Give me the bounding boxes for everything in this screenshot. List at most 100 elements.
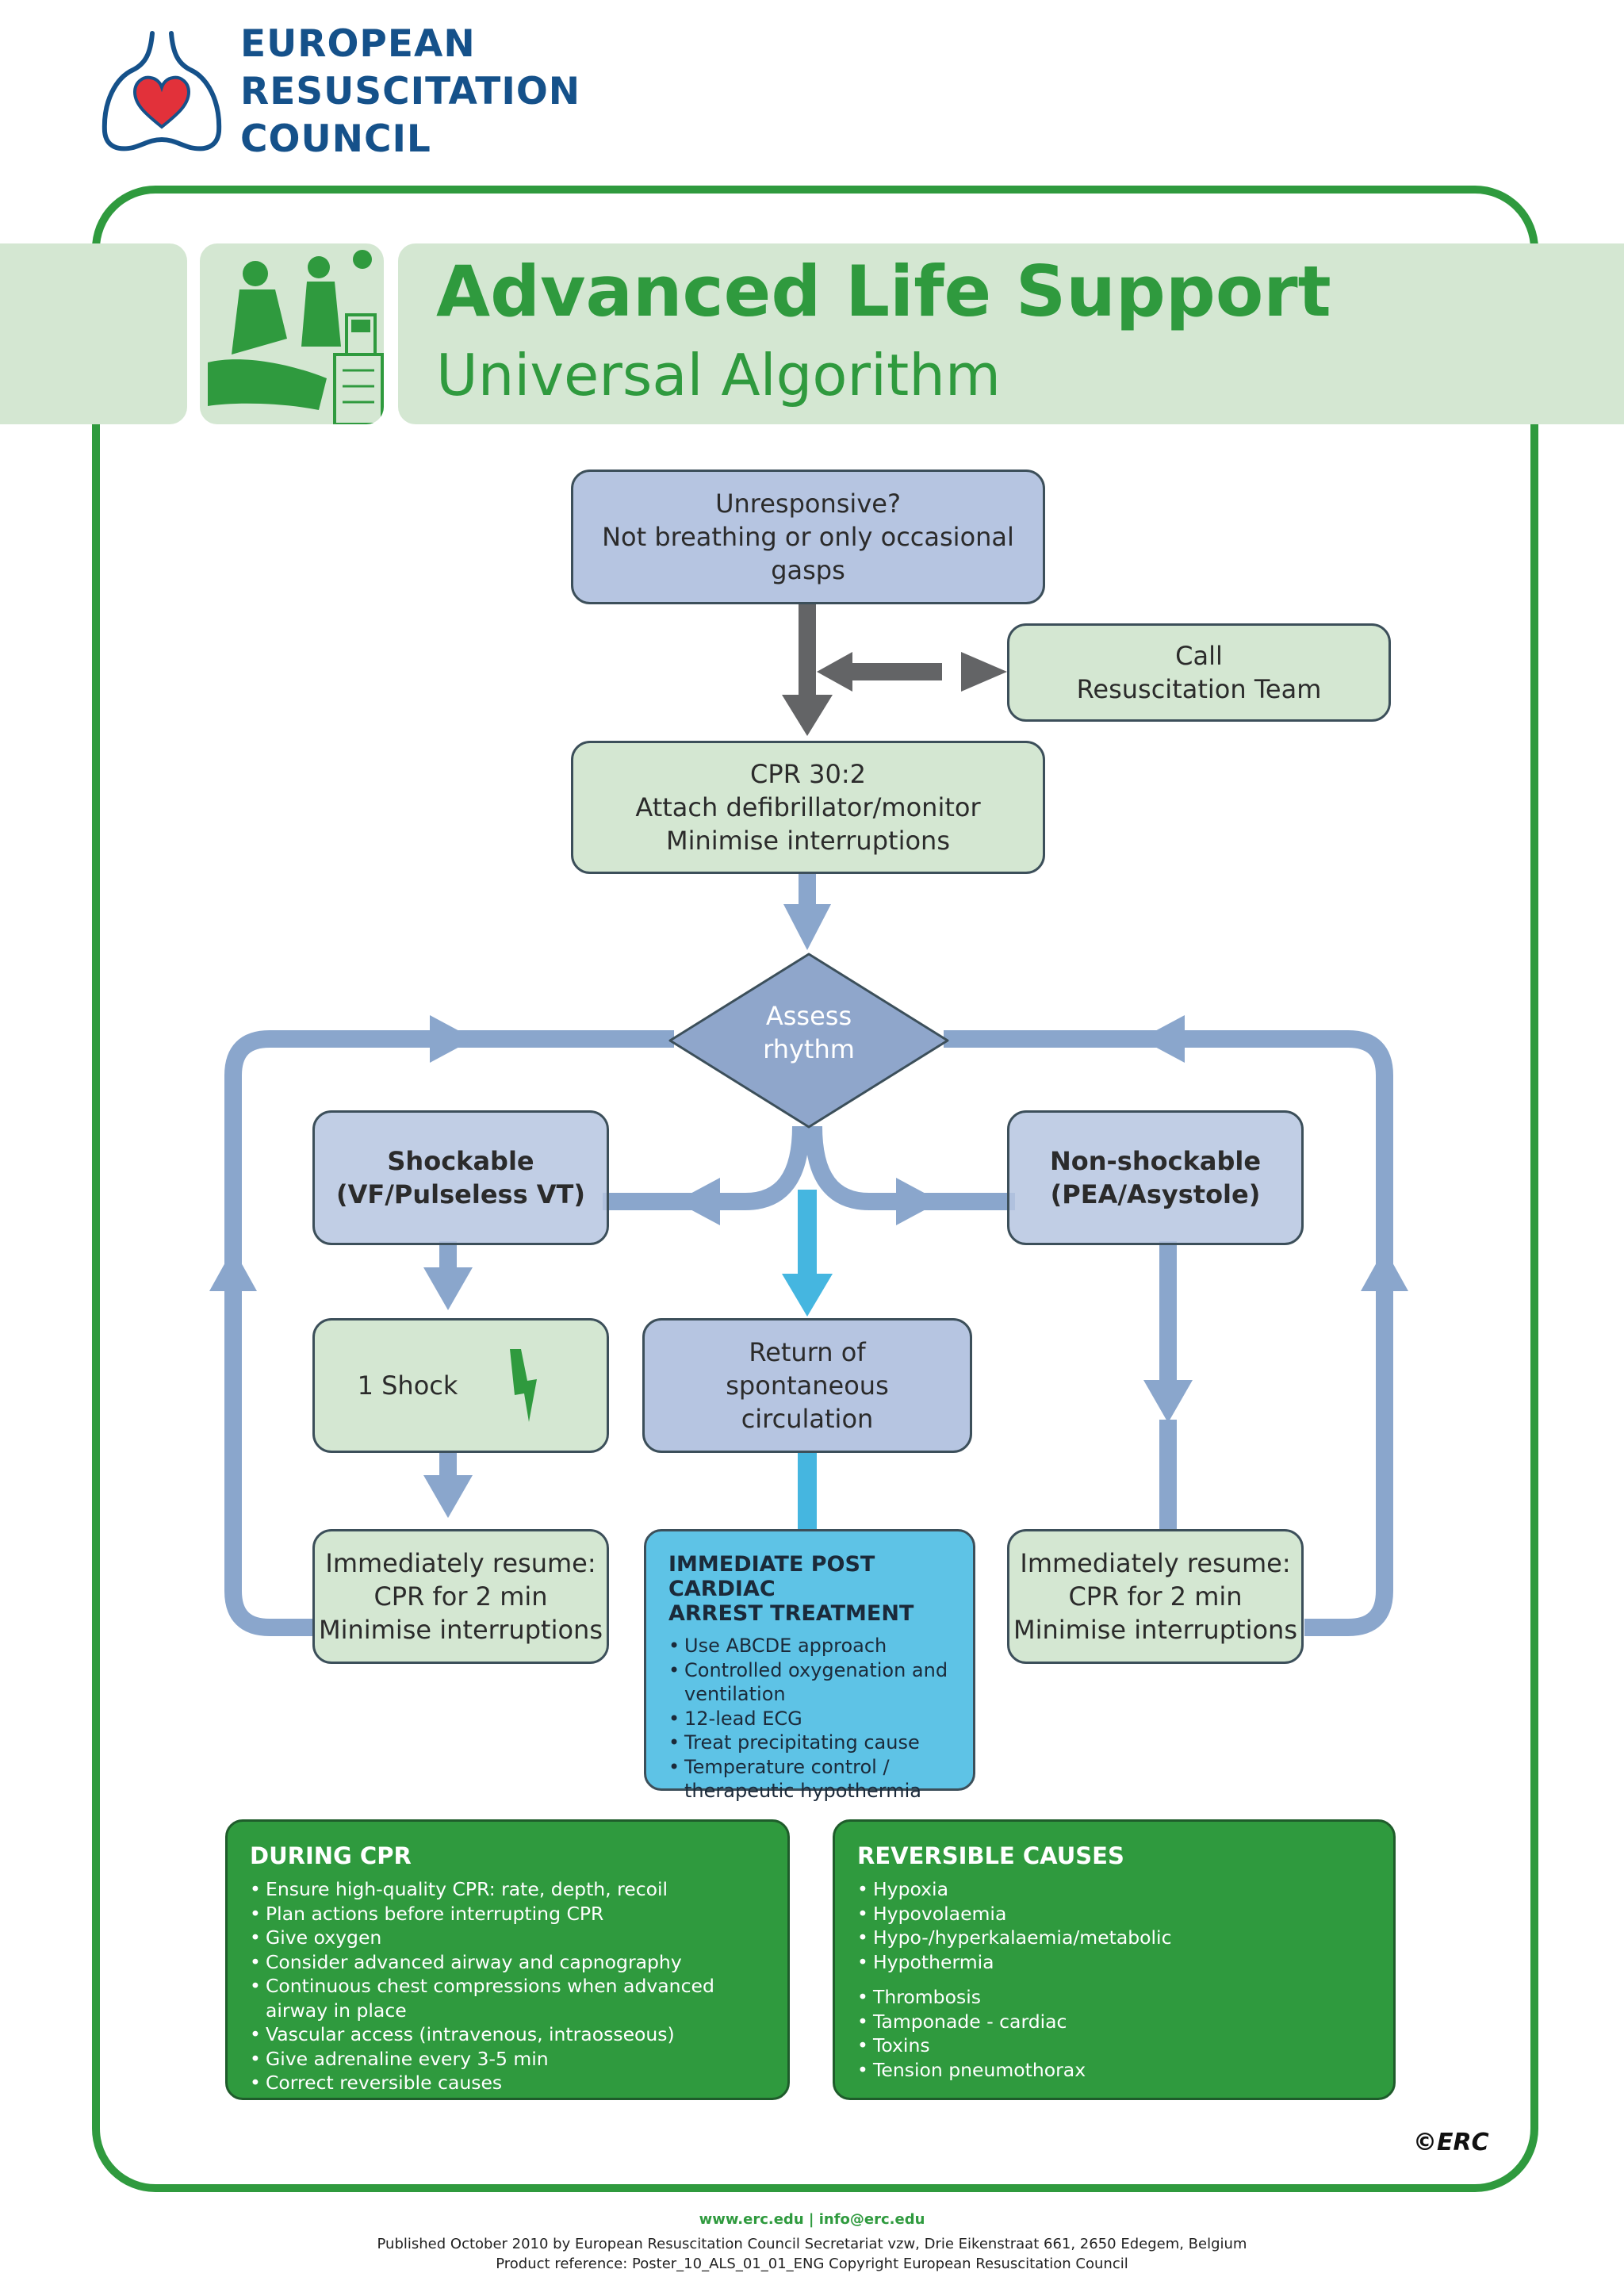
arrow-to-assess-head: [783, 904, 831, 950]
list-item: Correct reversible causes: [250, 2071, 765, 2095]
reversible-causes-list-1: Hypoxia Hypovolaemia Hypo-/hyperkalaemia…: [857, 1877, 1371, 1974]
loop-right-top-arrow: [1140, 1015, 1185, 1063]
shock-arrow-1: [423, 1267, 473, 1310]
unresponsive-line-2: Not breathing or only occasional gasps: [602, 522, 1014, 585]
reversible-causes-list-2: Thrombosis Tamponade - cardiac Toxins Te…: [857, 1985, 1371, 2082]
post-arrest-title-2: ARREST TREATMENT: [668, 1601, 914, 1626]
shock-path-b: [439, 1451, 457, 1480]
logo-line-1: EUROPEAN: [240, 22, 476, 66]
cpr-line-2: Attach defibrillator/monitor: [635, 792, 981, 822]
assess-line-1: Assess: [765, 1001, 852, 1031]
footer-contact-link[interactable]: www.erc.edu | info@erc.edu: [699, 2211, 925, 2228]
assess-rhythm-diamond: [668, 953, 949, 1129]
during-cpr-title: DURING CPR: [250, 1842, 412, 1869]
arrow-to-assess: [799, 874, 816, 906]
rosc-line-1: Return of: [749, 1337, 866, 1367]
post-arrest-title-1: IMMEDIATE POST CARDIAC: [668, 1552, 875, 1601]
reversible-causes-title: REVERSIBLE CAUSES: [857, 1842, 1124, 1869]
list-item: Toxins: [857, 2033, 1371, 2058]
unresponsive-line-1: Unresponsive?: [715, 489, 901, 519]
non-shock-path: [1159, 1241, 1177, 1384]
header-illustration: [200, 243, 384, 424]
resume-right-box: Immediately resume: CPR for 2 min Minimi…: [1007, 1529, 1304, 1664]
rosc-line-3: circulation: [741, 1404, 874, 1434]
during-cpr-list: Ensure high-quality CPR: rate, depth, re…: [250, 1877, 765, 2095]
split-left-arrow: [676, 1178, 720, 1225]
list-item: Continuous chest compressions when advan…: [250, 1974, 765, 2022]
list-item: Give oxygen: [250, 1926, 765, 1950]
footer: www.erc.edu | info@erc.edu Published Oct…: [0, 2210, 1624, 2274]
erc-logo-icon: [102, 31, 222, 151]
list-item: Hypo-/hyperkalaemia/metabolic: [857, 1926, 1371, 1950]
arrow-call-team-shaft: [847, 663, 942, 680]
header-title-band: [398, 243, 1624, 424]
shockable-line-2: (VF/Pulseless VT): [335, 1179, 585, 1209]
list-item: Tension pneumothorax: [857, 2058, 1371, 2083]
cpr-line-3: Minimise interruptions: [666, 826, 950, 856]
resume-left-line-3: Minimise interruptions: [319, 1615, 603, 1645]
rosc-arrow: [782, 1274, 833, 1317]
during-cpr-panel: DURING CPR Ensure high-quality CPR: rate…: [225, 1819, 790, 2100]
call-team-line-1: Call: [1175, 641, 1223, 671]
list-item: Plan actions before interrupting CPR: [250, 1902, 765, 1926]
shockable-box: Shockable (VF/Pulseless VT): [312, 1110, 609, 1245]
resume-right-line-2: CPR for 2 min: [1068, 1581, 1243, 1612]
shock-label: 1 Shock: [357, 1370, 458, 1401]
post-arrest-box: IMMEDIATE POST CARDIAC ARREST TREATMENT …: [644, 1529, 975, 1802]
loop-left: [224, 1030, 674, 1636]
poster-frame: [92, 186, 1538, 2192]
loop-right: [944, 1030, 1393, 1636]
call-team-box: Call Resuscitation Team: [1007, 623, 1391, 722]
assess-line-2: rhythm: [763, 1034, 855, 1064]
list-item: Thrombosis: [857, 1985, 1371, 2010]
list-item: Use ABCDE approach: [668, 1634, 954, 1658]
split-left: [603, 1125, 810, 1210]
arrow-to-cpr: [799, 603, 816, 701]
unresponsive-box: Unresponsive? Not breathing or only occa…: [571, 470, 1045, 604]
post-arrest-list: Use ABCDE approach Controlled oxygenatio…: [668, 1634, 954, 1803]
loop-left-up-arrow: [209, 1248, 257, 1291]
list-item: Controlled oxygenation and ventilation: [668, 1658, 954, 1707]
rosc-box: Return of spontaneous circulation: [642, 1318, 972, 1453]
list-item: Ensure high-quality CPR: rate, depth, re…: [250, 1877, 765, 1902]
rosc-path: [798, 1190, 817, 1277]
non-shockable-line-1: Non-shockable: [1049, 1146, 1262, 1176]
split-right-arrow: [896, 1178, 940, 1225]
arrow-call-team-left-head: [817, 652, 852, 692]
non-shock-path-b: [1159, 1420, 1177, 1531]
list-item: Hypovolaemia: [857, 1902, 1371, 1926]
page-title: Advanced Life Support: [436, 251, 1331, 332]
non-shock-arrow-1: [1143, 1380, 1193, 1423]
rosc-line-2: spontaneous: [726, 1370, 889, 1401]
list-item: Tamponade - cardiac: [857, 2010, 1371, 2034]
list-item: Treat precipitating cause: [668, 1731, 954, 1755]
footer-product-line: Product reference: Poster_10_ALS_01_01_E…: [496, 2256, 1128, 2272]
shock-path-a: [439, 1241, 457, 1273]
resuscitation-team-illustration-icon: [208, 250, 384, 424]
logo-line-2: RESUSCITATION: [240, 70, 581, 113]
cpr-box: CPR 30:2 Attach defibrillator/monitor Mi…: [571, 741, 1045, 874]
resume-left-line-1: Immediately resume:: [325, 1548, 596, 1578]
resume-left-box: Immediately resume: CPR for 2 min Minimi…: [312, 1529, 609, 1664]
erc-copyright-mark: ©ERC: [1413, 2129, 1489, 2156]
shock-arrow-2: [423, 1475, 473, 1518]
list-item: 12-lead ECG: [668, 1707, 954, 1731]
call-team-line-2: Resuscitation Team: [1076, 674, 1322, 704]
footer-published-line: Published October 2010 by European Resus…: [377, 2236, 1247, 2252]
assess-rhythm-label: Assess rhythm: [668, 999, 950, 1066]
cpr-line-1: CPR 30:2: [750, 759, 866, 789]
shock-box: 1 Shock: [312, 1318, 609, 1453]
resume-right-line-1: Immediately resume:: [1020, 1548, 1291, 1578]
page-subtitle: Universal Algorithm: [436, 342, 1001, 408]
flow-connectors: [209, 603, 1408, 1636]
resume-right-line-3: Minimise interruptions: [1013, 1615, 1297, 1645]
loop-left-top-arrow: [430, 1015, 474, 1063]
logo-line-3: COUNCIL: [240, 117, 431, 161]
resume-left-line-2: CPR for 2 min: [373, 1581, 548, 1612]
header-band-left: [0, 243, 187, 424]
non-shockable-line-2: (PEA/Asystole): [1050, 1179, 1261, 1209]
shockable-line-1: Shockable: [387, 1146, 534, 1176]
arrow-to-cpr-head: [782, 695, 833, 736]
list-item: Consider advanced airway and capnography: [250, 1950, 765, 1975]
list-item: Hypothermia: [857, 1950, 1371, 1975]
